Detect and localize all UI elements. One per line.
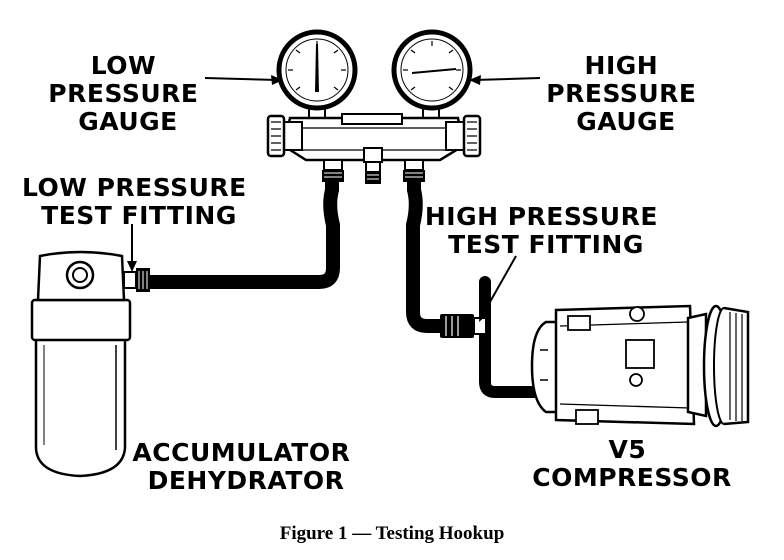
low-side-hose-fitting (322, 159, 344, 182)
label-line: TEST FITTING (448, 230, 644, 259)
label-line: GAUGE (78, 107, 178, 136)
accumulator-label: ACCUMULATOR DEHYDRATOR (132, 438, 359, 495)
label-line: LOW (91, 51, 156, 80)
low-pressure-gauge (276, 29, 358, 111)
label-line: DEHYDRATOR (148, 466, 345, 495)
low-pressure-hose (143, 168, 340, 289)
label-line: PRESSURE (546, 79, 696, 108)
label-line: LOW PRESSURE (22, 173, 247, 202)
label-line: PRESSURE (48, 79, 198, 108)
high-fitting-label: HIGH PRESSURE TEST FITTING (425, 202, 667, 259)
label-line: ACCUMULATOR (132, 438, 350, 467)
label-line: V5 (609, 435, 647, 464)
center-service-fitting (363, 147, 383, 184)
low-gauge-needle (315, 44, 319, 92)
figure-caption: Figure 1 — Testing Hookup (280, 523, 505, 544)
compressor-label: V5 COMPRESSOR (532, 435, 732, 492)
high-pressure-hose (406, 168, 449, 333)
leader-lines (131, 77, 541, 317)
label-line: GAUGE (576, 107, 676, 136)
label-line: TEST FITTING (41, 201, 237, 230)
label-line: HIGH (585, 51, 659, 80)
label-line: COMPRESSOR (532, 463, 732, 492)
high-side-hose-fitting (403, 159, 425, 182)
label-line: HIGH PRESSURE (425, 202, 658, 231)
low-pressure-test-fitting (123, 268, 150, 292)
v5-compressor (530, 304, 750, 428)
low-gauge-leader (204, 77, 279, 81)
high-pressure-gauge (391, 29, 473, 111)
low-side-valve-knob (266, 114, 303, 158)
high-fitting-leader (481, 255, 517, 317)
manifold-gauge-set (266, 91, 482, 184)
accumulator-dehydrator (30, 250, 150, 478)
high-side-valve-knob (445, 114, 482, 158)
low-gauge-label: LOW PRESSURE GAUGE (48, 51, 207, 136)
high-gauge-leader (473, 77, 541, 81)
compressor-clutch-pulley (702, 304, 750, 428)
low-fitting-label: LOW PRESSURE TEST FITTING (22, 173, 256, 230)
leader-arrowheads (127, 75, 489, 322)
high-gauge-label: HIGH PRESSURE GAUGE (546, 51, 705, 136)
high-gauge-needle (412, 68, 456, 74)
high-pressure-test-fitting (440, 314, 487, 338)
